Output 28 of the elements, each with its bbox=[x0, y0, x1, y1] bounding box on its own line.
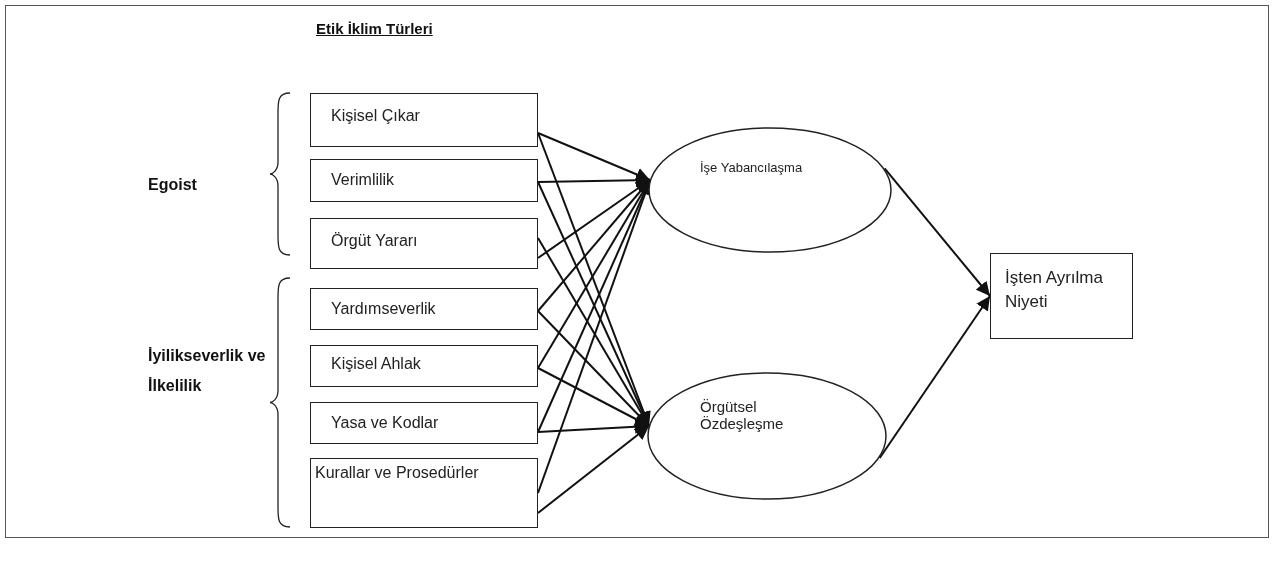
arrow bbox=[883, 167, 991, 297]
ellipse-node bbox=[648, 127, 892, 253]
factor-box bbox=[310, 159, 538, 202]
factor-box bbox=[310, 218, 538, 269]
node-label: Yasa ve Kodlar bbox=[331, 413, 439, 433]
factor-box bbox=[310, 288, 538, 330]
arrow bbox=[537, 419, 650, 434]
arrow bbox=[537, 173, 651, 188]
node-label: Yardımseverlik bbox=[331, 299, 436, 319]
ellipse-node bbox=[647, 372, 887, 500]
factor-box bbox=[310, 402, 538, 444]
factor-box bbox=[310, 458, 538, 528]
factor-box bbox=[310, 93, 538, 147]
node-label: Kişisel Çıkar bbox=[331, 106, 420, 126]
node-label: Kişisel Ahlak bbox=[331, 354, 421, 374]
diagram-title: Etik İklim Türleri bbox=[316, 20, 433, 37]
factor-box bbox=[990, 253, 1133, 339]
factor-box bbox=[310, 345, 538, 387]
node-label: Kurallar ve Prosedürler bbox=[315, 463, 479, 483]
group-label: İyilikseverlik ve İlkelilik bbox=[148, 346, 267, 396]
node-label: Verimlilik bbox=[331, 170, 395, 190]
arrow bbox=[537, 132, 651, 182]
node-label: Örgüt Yararı bbox=[331, 231, 418, 251]
group-label: Egoist bbox=[148, 175, 198, 195]
node-label: İşe Yabancılaşma bbox=[700, 160, 804, 175]
arrow bbox=[537, 425, 650, 514]
node-label: İşten Ayrılma Niyeti bbox=[1005, 267, 1104, 313]
node-label: Örgütsel Özdeşleşme bbox=[700, 398, 785, 432]
